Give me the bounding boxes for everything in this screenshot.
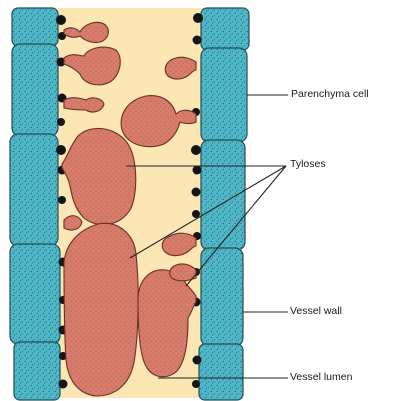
label-vessel-wall: Vessel wall: [290, 305, 342, 317]
tylose: [64, 223, 138, 396]
pit: [56, 15, 66, 25]
pit: [57, 118, 65, 126]
right-wall-cell: [199, 344, 243, 400]
right-wall-cell: [201, 8, 249, 50]
left-wall-cell: [14, 342, 60, 400]
left-wall-cell: [10, 134, 58, 246]
pit: [192, 380, 200, 388]
label-tyloses: Tyloses: [290, 158, 326, 170]
right-wall-cell: [201, 248, 243, 346]
pit: [58, 196, 66, 204]
pit: [56, 145, 66, 155]
right-wall-cell: [201, 48, 247, 142]
pit: [193, 13, 203, 23]
pit: [193, 356, 202, 365]
left-wall-cell: [12, 8, 58, 46]
left-wall-cell: [12, 44, 58, 136]
pit: [192, 188, 201, 197]
right-vessel-wall: [199, 8, 249, 400]
right-wall-cell: [201, 140, 245, 250]
label-parenchyma-cell: Parenchyma cell: [291, 88, 369, 100]
left-vessel-wall: [10, 8, 60, 400]
pit: [193, 36, 202, 45]
pit: [193, 166, 202, 175]
pit: [59, 380, 68, 389]
label-vessel-lumen: Vessel lumen: [290, 371, 352, 383]
tylose: [64, 216, 82, 230]
pit: [191, 145, 201, 155]
left-wall-cell: [10, 244, 60, 344]
